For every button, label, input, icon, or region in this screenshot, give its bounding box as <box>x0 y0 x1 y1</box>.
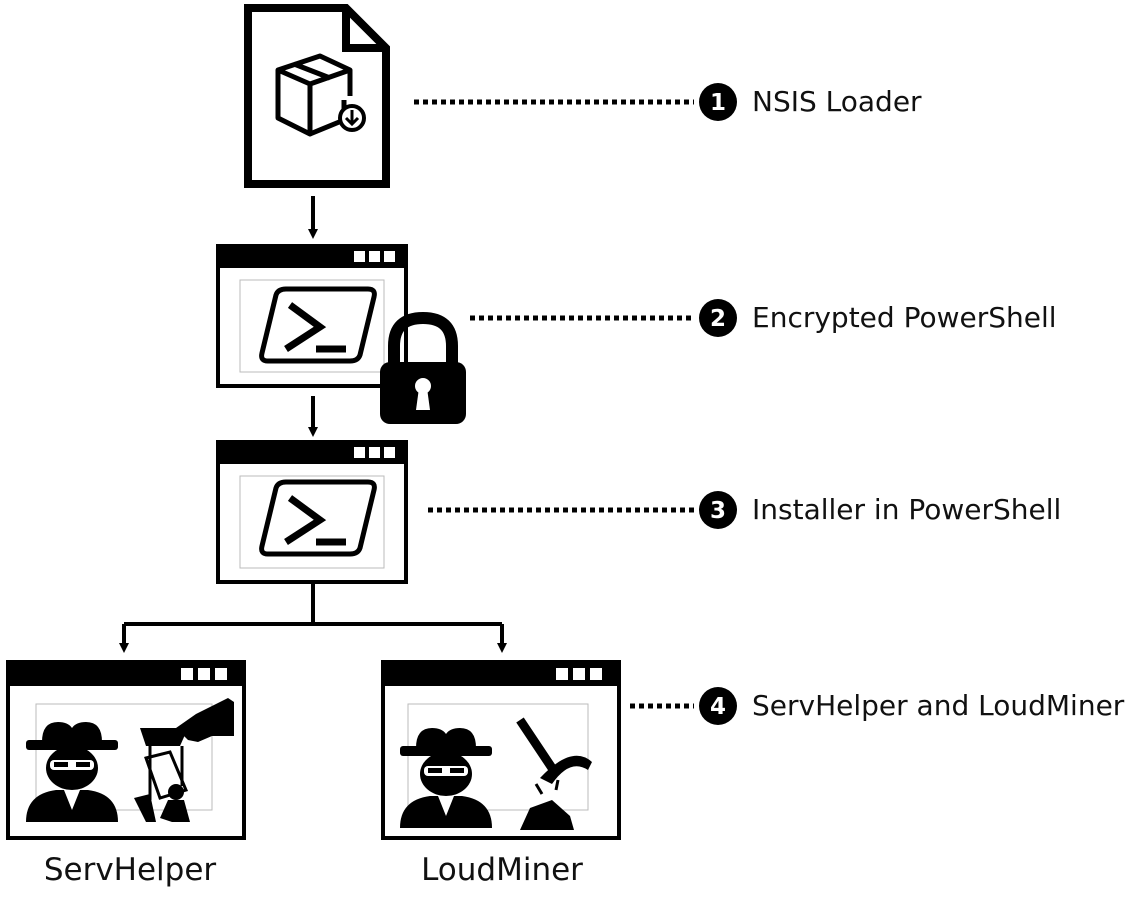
nsis-loader-document-icon <box>244 4 390 188</box>
svg-text:4: 4 <box>710 694 726 720</box>
svg-text:2: 2 <box>710 306 726 332</box>
branch-connector <box>119 584 507 653</box>
lock-icon <box>380 311 466 424</box>
download-badge-icon <box>338 104 366 132</box>
svg-text:1: 1 <box>710 90 726 116</box>
powershell-logo-icon <box>262 289 375 361</box>
step-badge-4: 4 <box>699 687 737 725</box>
svg-text:3: 3 <box>710 498 726 524</box>
step-badge-1: 1 <box>699 83 737 121</box>
step-2-label: Encrypted PowerShell <box>752 301 1057 334</box>
loudminer-caption: LoudMiner <box>421 852 583 888</box>
step-badge-2: 2 <box>699 299 737 337</box>
pickaxe-icon <box>516 717 592 830</box>
powershell-logo-icon <box>262 482 375 554</box>
step-badge-3: 3 <box>699 491 737 529</box>
step-4-label: ServHelper and LoudMiner <box>752 689 1125 722</box>
step-1-label: NSIS Loader <box>752 85 922 118</box>
servhelper-caption: ServHelper <box>43 852 217 888</box>
puppet-hand-icon <box>134 698 234 822</box>
step-3-label: Installer in PowerShell <box>752 493 1062 526</box>
